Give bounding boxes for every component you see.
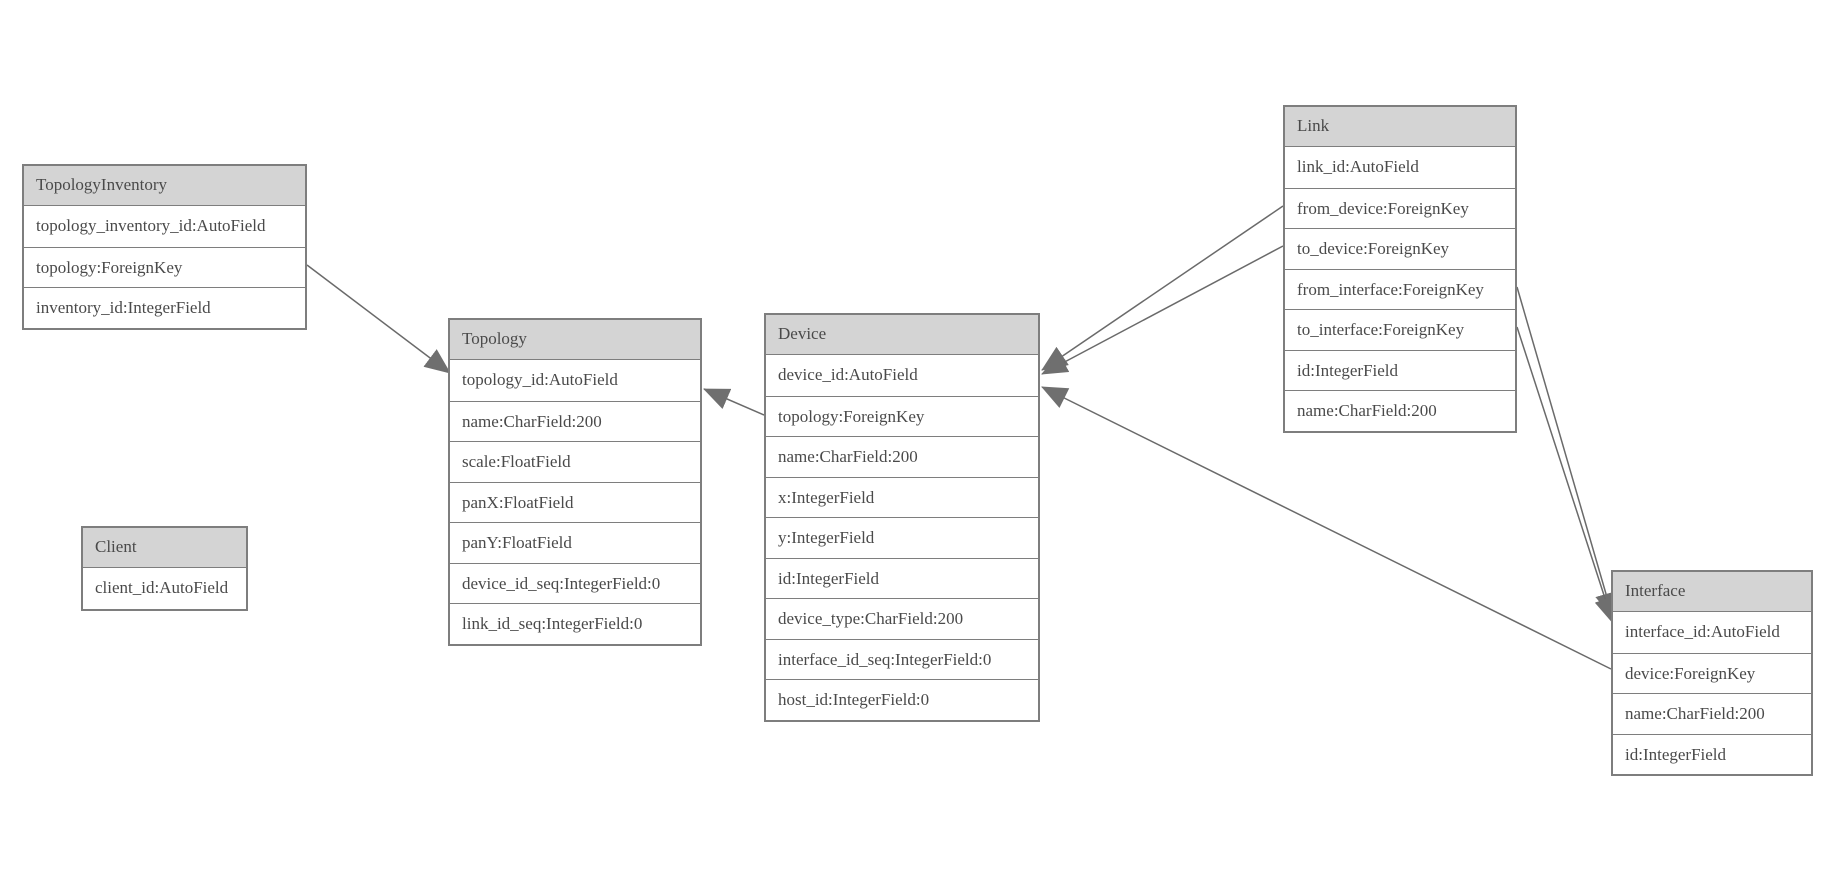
field-row-device-interface_id_seq: interface_id_seq:IntegerField:0 xyxy=(766,638,1038,679)
field-row-device-host_id: host_id:IntegerField:0 xyxy=(766,679,1038,720)
field-row-client-client_id: client_id:AutoField xyxy=(83,568,246,609)
entity-table-title-topology: Topology xyxy=(450,320,700,360)
field-row-topology-panX: panX:FloatField xyxy=(450,481,700,522)
field-row-topology-name: name:CharField:200 xyxy=(450,400,700,441)
field-row-interface-device: device:ForeignKey xyxy=(1613,652,1811,693)
field-row-topology-panY: panY:FloatField xyxy=(450,522,700,563)
field-row-interface-id: id:IntegerField xyxy=(1613,733,1811,774)
field-row-interface-interface_id: interface_id:AutoField xyxy=(1613,612,1811,653)
rel-topologyinventory-topology xyxy=(306,264,451,374)
rel-link-from_interface-interface xyxy=(1516,286,1617,619)
entity-table-title-topology_inventory: TopologyInventory xyxy=(24,166,305,206)
field-row-topology-device_id_seq: device_id_seq:IntegerField:0 xyxy=(450,562,700,603)
entity-table-title-link: Link xyxy=(1285,107,1515,147)
field-row-link-from_interface: from_interface:ForeignKey xyxy=(1285,268,1515,309)
field-row-topology_inventory-topology_inventory_id: topology_inventory_id:AutoField xyxy=(24,206,305,247)
rel-link-to_device-device xyxy=(1041,245,1284,375)
entity-table-title-client: Client xyxy=(83,528,246,568)
rel-device-topology xyxy=(703,388,765,416)
field-row-device-topology: topology:ForeignKey xyxy=(766,395,1038,436)
field-row-device-device_type: device_type:CharField:200 xyxy=(766,598,1038,639)
entity-table-title-interface: Interface xyxy=(1613,572,1811,612)
field-row-link-to_interface: to_interface:ForeignKey xyxy=(1285,309,1515,350)
field-row-link-id: id:IntegerField xyxy=(1285,349,1515,390)
field-row-topology-scale: scale:FloatField xyxy=(450,441,700,482)
field-row-interface-name: name:CharField:200 xyxy=(1613,693,1811,734)
field-row-link-name: name:CharField:200 xyxy=(1285,390,1515,431)
field-row-topology_inventory-topology: topology:ForeignKey xyxy=(24,246,305,287)
entity-table-title-device: Device xyxy=(766,315,1038,355)
field-row-device-id: id:IntegerField xyxy=(766,557,1038,598)
field-row-topology_inventory-inventory_id: inventory_id:IntegerField xyxy=(24,287,305,328)
field-row-topology-link_id_seq: link_id_seq:IntegerField:0 xyxy=(450,603,700,644)
rel-interface-device xyxy=(1041,386,1612,670)
field-row-link-link_id: link_id:AutoField xyxy=(1285,147,1515,188)
field-row-link-from_device: from_device:ForeignKey xyxy=(1285,187,1515,228)
field-row-device-device_id: device_id:AutoField xyxy=(766,355,1038,396)
rel-link-from_device-device xyxy=(1041,205,1284,371)
field-row-device-x: x:IntegerField xyxy=(766,476,1038,517)
field-row-device-y: y:IntegerField xyxy=(766,517,1038,558)
field-row-device-name: name:CharField:200 xyxy=(766,436,1038,477)
field-row-link-to_device: to_device:ForeignKey xyxy=(1285,228,1515,269)
rel-link-to_interface-interface xyxy=(1516,326,1616,624)
field-row-topology-topology_id: topology_id:AutoField xyxy=(450,360,700,401)
